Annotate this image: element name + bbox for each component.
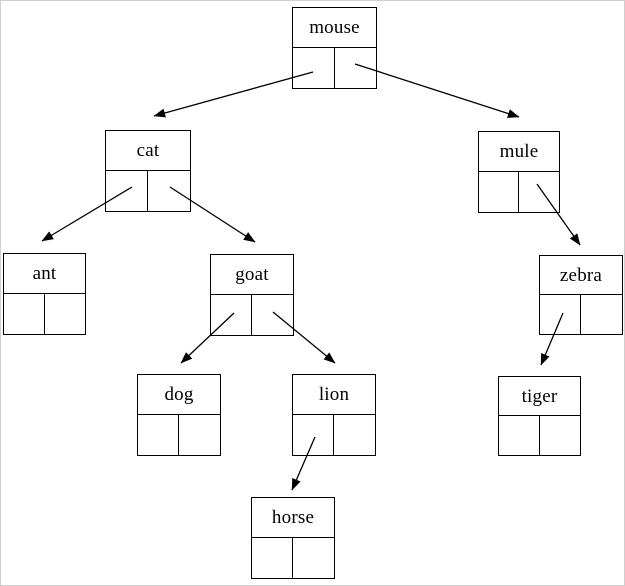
- right-pointer-cell-ant[interactable]: [45, 294, 86, 334]
- tree-node-goat[interactable]: goat: [210, 254, 294, 336]
- tree-node-lion[interactable]: lion: [292, 374, 376, 456]
- right-pointer-cell-goat[interactable]: [252, 295, 293, 335]
- node-label-zebra: zebra: [540, 256, 622, 295]
- left-pointer-cell-tiger[interactable]: [499, 416, 540, 455]
- right-pointer-cell-horse[interactable]: [293, 538, 334, 578]
- left-pointer-cell-goat[interactable]: [211, 295, 252, 335]
- node-label-goat: goat: [211, 255, 293, 295]
- node-label-dog: dog: [138, 375, 220, 415]
- node-pointers-mouse: [293, 48, 376, 88]
- edge-mouse-to-mule: [354, 63, 520, 118]
- node-label-horse: horse: [252, 498, 334, 538]
- right-pointer-cell-lion[interactable]: [334, 415, 375, 455]
- node-pointers-mule: [479, 172, 559, 212]
- node-pointers-horse: [252, 538, 334, 578]
- left-pointer-cell-zebra[interactable]: [540, 295, 581, 334]
- right-pointer-cell-mouse[interactable]: [335, 48, 377, 88]
- edge-mouse-to-cat: [153, 71, 314, 118]
- node-pointers-dog: [138, 415, 220, 455]
- left-pointer-cell-ant[interactable]: [4, 294, 45, 334]
- node-pointers-zebra: [540, 295, 622, 334]
- tree-node-zebra[interactable]: zebra: [539, 255, 623, 335]
- right-pointer-cell-tiger[interactable]: [540, 416, 581, 455]
- node-pointers-cat: [106, 171, 190, 211]
- right-pointer-cell-zebra[interactable]: [581, 295, 622, 334]
- node-label-lion: lion: [293, 375, 375, 415]
- node-label-mule: mule: [479, 132, 559, 172]
- node-label-mouse: mouse: [293, 8, 376, 48]
- tree-node-tiger[interactable]: tiger: [498, 376, 581, 456]
- left-pointer-cell-lion[interactable]: [293, 415, 334, 455]
- tree-node-ant[interactable]: ant: [3, 253, 86, 335]
- left-pointer-cell-horse[interactable]: [252, 538, 293, 578]
- left-pointer-cell-cat[interactable]: [106, 171, 148, 211]
- tree-node-horse[interactable]: horse: [251, 497, 335, 579]
- tree-node-mouse[interactable]: mouse: [292, 7, 377, 89]
- node-pointers-tiger: [499, 416, 580, 455]
- left-pointer-cell-mouse[interactable]: [293, 48, 335, 88]
- node-label-ant: ant: [4, 254, 85, 294]
- tree-node-mule[interactable]: mule: [478, 131, 560, 213]
- tree-node-dog[interactable]: dog: [137, 374, 221, 456]
- tree-node-cat[interactable]: cat: [105, 130, 191, 212]
- left-pointer-cell-mule[interactable]: [479, 172, 519, 212]
- left-pointer-cell-dog[interactable]: [138, 415, 179, 455]
- right-pointer-cell-mule[interactable]: [519, 172, 559, 212]
- right-pointer-cell-cat[interactable]: [148, 171, 190, 211]
- right-pointer-cell-dog[interactable]: [179, 415, 220, 455]
- node-pointers-lion: [293, 415, 375, 455]
- node-label-cat: cat: [106, 131, 190, 171]
- node-pointers-goat: [211, 295, 293, 335]
- node-pointers-ant: [4, 294, 85, 334]
- node-label-tiger: tiger: [499, 377, 580, 416]
